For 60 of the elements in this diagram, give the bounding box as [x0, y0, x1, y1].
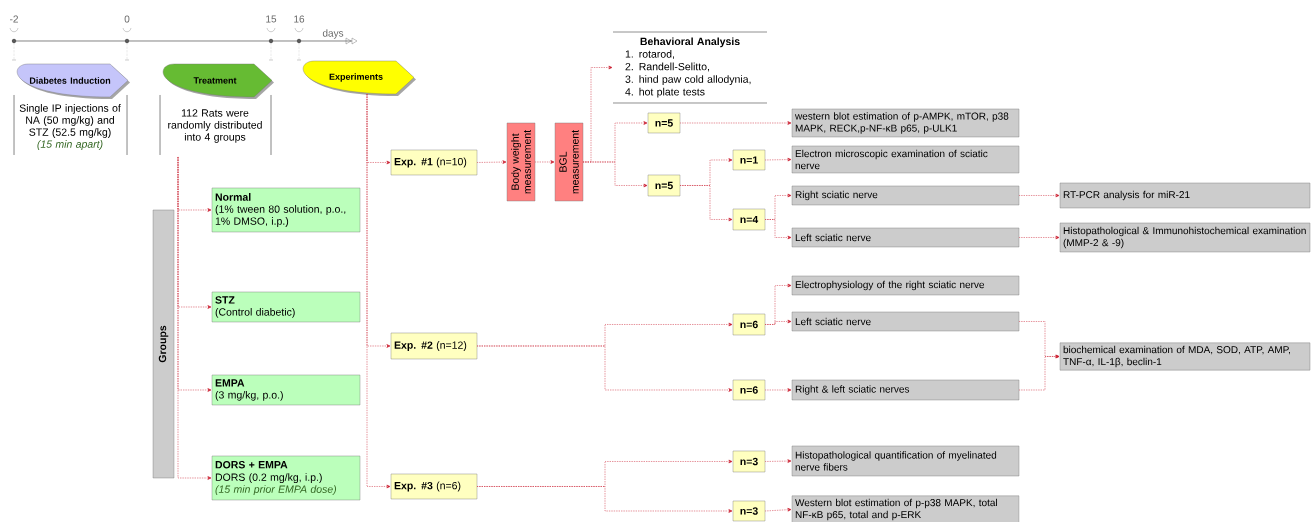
phase-tag: Treatment [162, 63, 274, 99]
arrow [1018, 235, 1060, 240]
result-box: Left sciatic nerve [791, 227, 1020, 248]
sample-box: n=3 [732, 450, 766, 473]
result-box: Electrophysiology of the right sciatic nerve [791, 275, 1020, 296]
sample-box: n=5 [647, 112, 681, 134]
arrow [764, 319, 792, 325]
arrow [476, 160, 507, 164]
analysis-list: Behavioral Analysis 1. rotarod, 2. Randell-Selitto, 3. hind paw cold allodynia, 4. hot plate tests [612, 31, 768, 104]
arrow [679, 185, 733, 222]
sample-box: n=6 [732, 313, 766, 336]
label-bar: BGL measurement [554, 122, 584, 202]
group-box: EMPA (3 mg/kg, p.o.) [211, 374, 361, 406]
arrow [366, 93, 391, 489]
result-box: Left sciatic nerve [791, 311, 1020, 332]
tick-label: 16 [294, 15, 305, 23]
arrow [679, 121, 792, 125]
phase-tag: Diabetes Induction [17, 63, 130, 99]
result-box: biochemical examination of MDA, SOD, ATP, AMP, TNF-α, IL-1β, beclin-1 [1059, 342, 1311, 371]
arrow [1018, 193, 1060, 198]
arrow [476, 345, 733, 392]
note-text: (15 min apart) [37, 140, 103, 150]
experiment-box: Exp. #3 (n=6) [390, 473, 478, 500]
arrow [764, 459, 792, 463]
group-box: STZ (Control diabetic) [211, 291, 361, 323]
arrow [534, 160, 555, 164]
tick-label: -2 [10, 15, 18, 23]
result-box: Right sciatic nerve [791, 185, 1020, 206]
sample-box: n=6 [732, 379, 766, 401]
label-bar: Body weight measurement [506, 122, 536, 202]
result-box: Histopathological & Immunohistochemical examination (MMP-2 & -9) [1059, 222, 1311, 253]
arrow [764, 507, 792, 512]
arrow [1018, 354, 1060, 391]
result-box: RT-PCR analysis for miR-21 [1059, 182, 1311, 209]
phase-tag: Experiments [303, 60, 416, 96]
sample-box: n=4 [732, 208, 766, 231]
label-bar: Groups [152, 209, 175, 479]
arrow [476, 486, 733, 513]
arrow [177, 156, 212, 480]
note-text: 112 Rats were randomly distributed into 4 groups [168, 109, 262, 143]
arrow [764, 388, 792, 392]
note-text: Single IP injections of NA (50 mg/kg) and STZ (52.5 mg/kg) [19, 104, 121, 138]
sample-box: n=5 [647, 174, 681, 197]
group-box: DORS + EMPA DORS (0.2 mg/kg, i.p.) (15 min prior EMPA dose) [211, 455, 361, 501]
tick-label: 15 [266, 15, 277, 23]
result-box: Western blot estimation of p-p38 MAPK, total NF-κB p65, total and p-ERK [791, 495, 1020, 522]
group-box: Normal (1% tween 80 solution, p.o., 1% DMSO, i.p.) [211, 187, 361, 233]
axis-label: days [322, 29, 344, 39]
result-box: Electron microscopic examination of sciatic nerve [791, 145, 1020, 174]
tick-label: 0 [124, 15, 130, 23]
sample-box: n=1 [732, 149, 766, 171]
result-box: Right & left sciatic nerves [791, 379, 1020, 401]
result-box: Histopathological quantification of myelinated nerve fibers [791, 445, 1020, 477]
experiment-box: Exp. #2 (n=12) [390, 332, 478, 360]
arrow [764, 219, 792, 240]
experiment-box: Exp. #1 (n=10) [390, 149, 478, 176]
arrow [764, 157, 792, 162]
result-box: western blot estimation of p-AMPK, mTOR, p38 MAPK, RECK,p-NF-κB p65, p-ULK1 [791, 108, 1020, 138]
arrow [582, 161, 648, 188]
sample-box: n=3 [732, 500, 766, 522]
